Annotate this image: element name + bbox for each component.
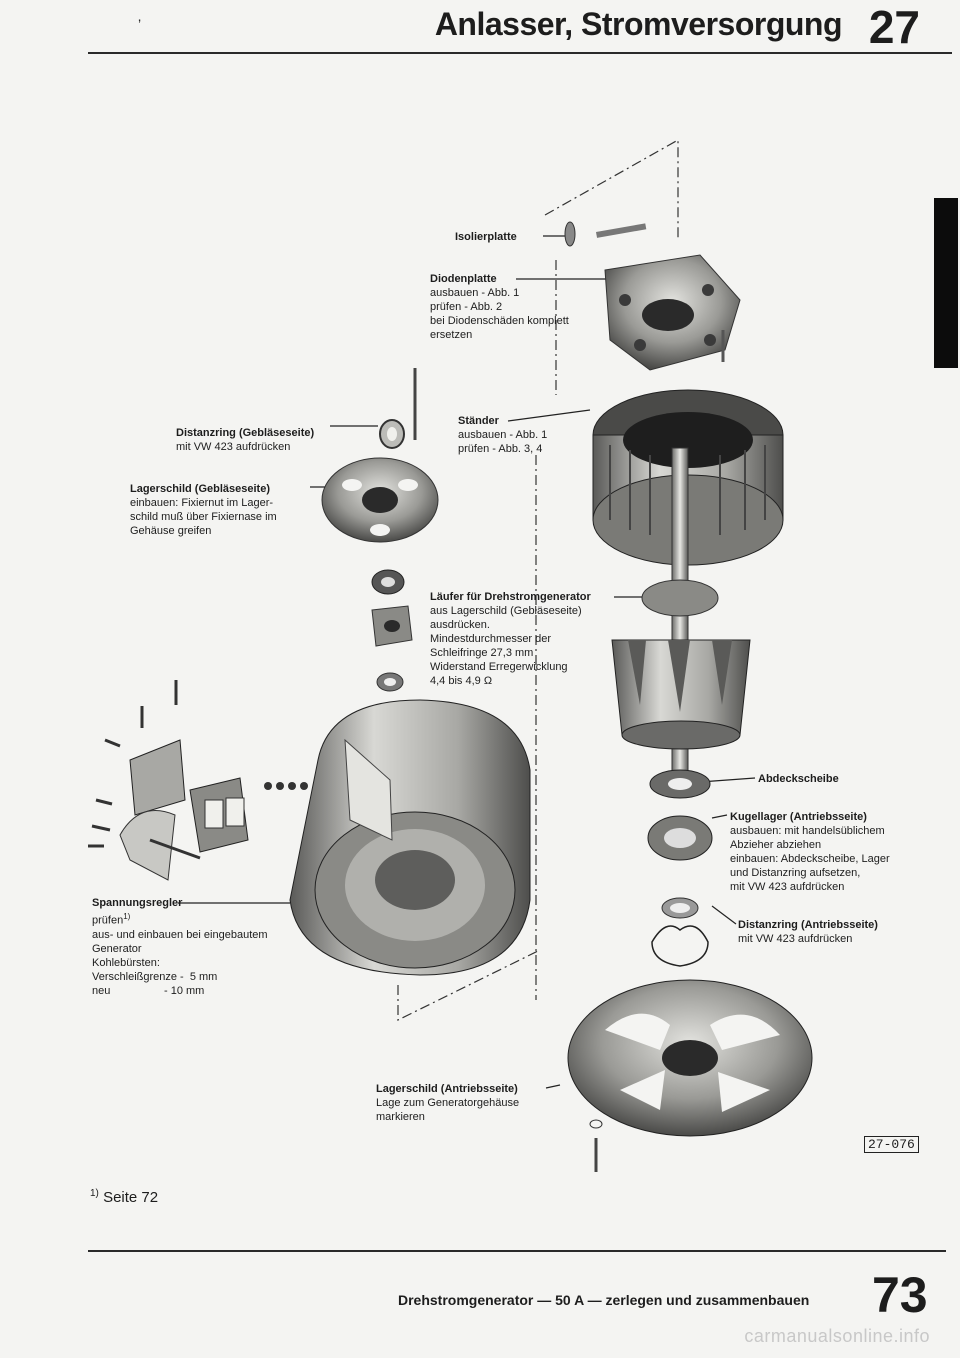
- footnote-text: Seite 72: [103, 1189, 159, 1206]
- rotor: [611, 447, 751, 779]
- chapter-number: 27: [868, 1, 920, 53]
- fan-side-small-parts: [371, 569, 413, 692]
- fan-side-spacer: [379, 368, 417, 449]
- label-kugellager: Kugellager (Antriebsseite) ausbauen: mit…: [730, 811, 890, 893]
- footnote: 1) Seite 72: [90, 1188, 158, 1206]
- label-lagerschild-antriebsseite: Lagerschild (Antriebsseite) Lage zum Gen…: [376, 1083, 520, 1123]
- label-isolierplatte: Isolierplatte: [455, 231, 517, 243]
- label-lagerschild-geblaeseseite: Lagerschild (Gebläseseite) einbauen: Fix…: [130, 483, 277, 537]
- page-number: 73: [872, 1267, 928, 1323]
- label-laeufer: Läufer für Drehstromgenerator aus Lagers…: [430, 591, 591, 687]
- voltage-regulator-assembly: [88, 680, 308, 881]
- footnote-mark: 1): [90, 1188, 99, 1199]
- watermark: carmanualsonline.info: [744, 1326, 930, 1346]
- footer-caption: Drehstromgenerator — 50 A — zerlegen und…: [398, 1292, 810, 1308]
- label-diodenplatte: Diodenplatte ausbauen - Abb. 1 prüfen - …: [430, 273, 569, 341]
- footer-rule: [88, 1250, 946, 1252]
- label-staender: Ständer ausbauen - Abb. 1 prüfen - Abb. …: [458, 415, 548, 455]
- page-header-title: Anlasser, Stromversorgung: [434, 6, 843, 42]
- drive-side-small-parts: [647, 769, 713, 967]
- chapter-thumb-tab: [934, 198, 958, 368]
- label-spannungsregler: Spannungsregler prüfen1) aus- und einbau…: [92, 897, 268, 997]
- generator-housing: [289, 699, 531, 976]
- diode-plate: [596, 223, 741, 371]
- label-distanzring-antriebsseite: Distanzring (Antriebsseite) mit VW 423 a…: [738, 919, 878, 945]
- header-tick-mark: ’: [138, 16, 142, 32]
- fan-side-end-shield: [321, 457, 439, 543]
- header-rule: [88, 52, 952, 54]
- label-distanzring-geblaeseseite: Distanzring (Gebläseseite) mit VW 423 au…: [176, 427, 315, 453]
- label-abdeckscheibe: Abdeckscheibe: [758, 773, 839, 785]
- drive-side-end-shield: [567, 979, 813, 1137]
- figure-code: 27-076: [864, 1136, 919, 1153]
- through-bolt: [589, 1119, 603, 1172]
